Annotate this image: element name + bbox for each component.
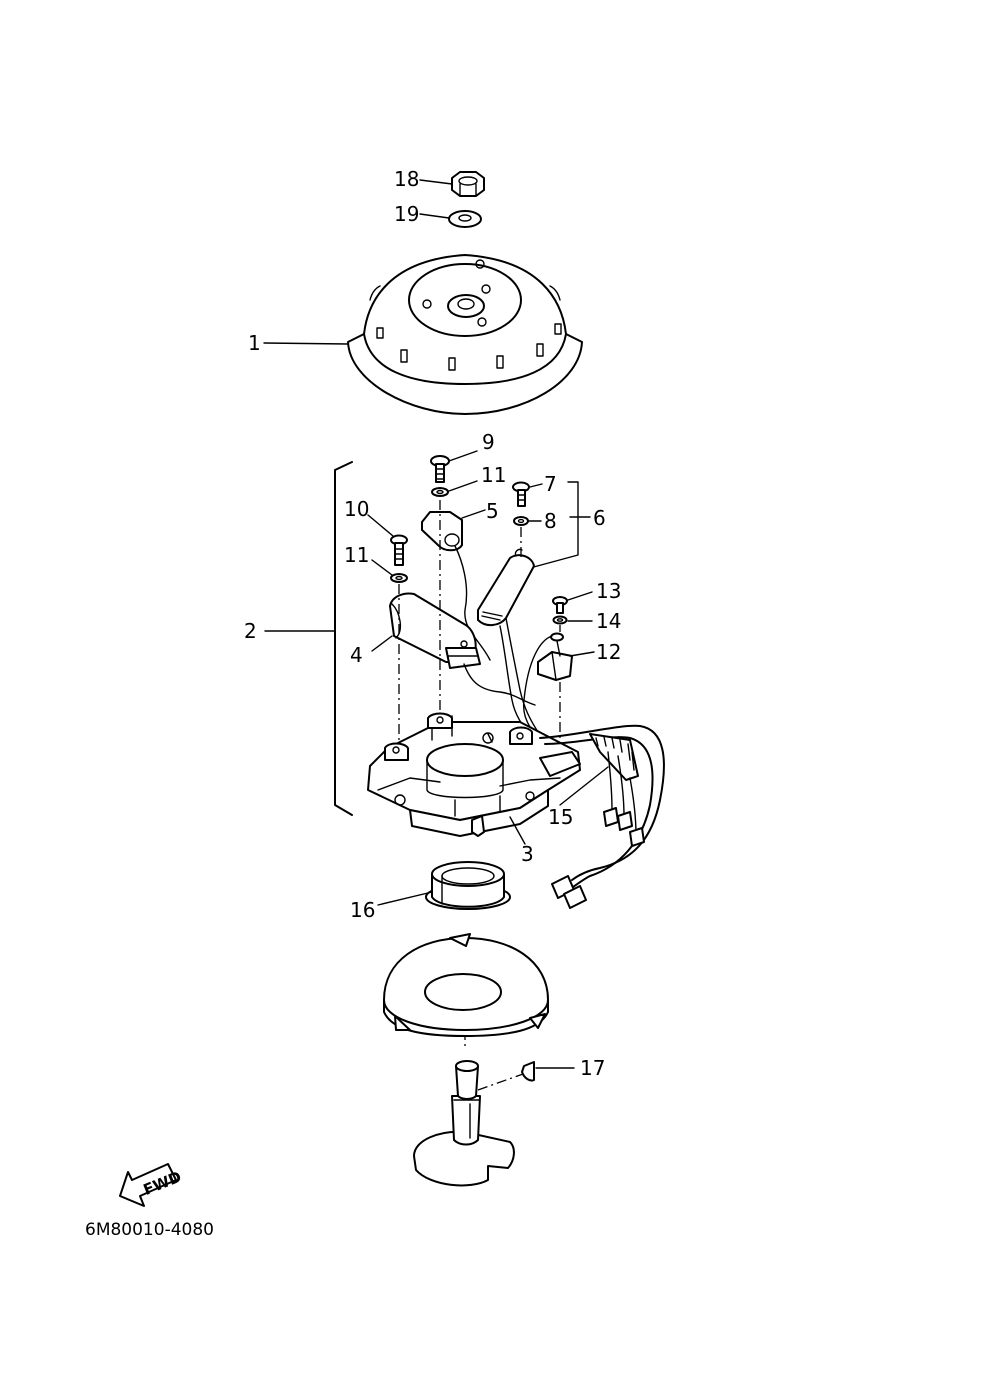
label-13: 13 — [596, 579, 621, 603]
leader-11-upper — [448, 480, 478, 492]
part-6-charge-coil — [477, 548, 541, 741]
part-10-screw — [390, 534, 408, 566]
label-9: 9 — [482, 430, 495, 454]
label-19: 19 — [394, 202, 419, 226]
leader-1 — [263, 342, 349, 345]
leader-19 — [419, 213, 450, 219]
label-11-upper: 11 — [481, 463, 506, 487]
leader-18 — [419, 179, 453, 185]
part-11-washer-upper — [431, 487, 449, 497]
part-11-washer-lower — [390, 573, 408, 583]
label-3: 3 — [521, 842, 534, 866]
part-4-ignition-coil — [389, 592, 536, 706]
crankcase-plate — [383, 933, 549, 1037]
leader-10 — [367, 514, 394, 537]
axis-line-17 — [477, 1073, 524, 1091]
leader-3 — [509, 816, 526, 845]
group-bracket-6 — [529, 481, 579, 569]
leader-5 — [461, 509, 486, 519]
label-8: 8 — [544, 509, 557, 533]
part-14-washer — [552, 615, 568, 625]
part-18-nut — [451, 171, 485, 197]
part-8-washer — [513, 516, 529, 526]
label-17: 17 — [580, 1056, 605, 1080]
part-13-screw — [552, 596, 568, 614]
part-1-flywheel — [347, 254, 583, 415]
part-12-terminal — [522, 632, 573, 743]
leader-13 — [567, 591, 593, 601]
label-12: 12 — [596, 640, 621, 664]
label-18: 18 — [394, 167, 419, 191]
label-7: 7 — [544, 472, 557, 496]
part-7-screw — [512, 481, 530, 507]
label-11-lower: 11 — [344, 543, 369, 567]
leader-11-lower — [371, 559, 393, 576]
leader-4 — [371, 635, 393, 652]
crankshaft — [413, 1060, 515, 1187]
part-16-collar — [425, 861, 511, 910]
leader-9 — [448, 450, 478, 462]
part-3-stator-plate — [367, 712, 581, 837]
leader-15 — [559, 766, 609, 806]
label-15: 15 — [548, 805, 573, 829]
part-17-key — [521, 1061, 535, 1082]
fwd-direction-arrow: FWD — [119, 1163, 184, 1207]
part-19-washer — [448, 210, 482, 228]
label-4: 4 — [350, 643, 363, 667]
leader-12 — [569, 651, 595, 657]
label-14: 14 — [596, 609, 621, 633]
group-bracket-2 — [334, 461, 353, 816]
leader-16 — [377, 891, 433, 906]
part-5-pulser-coil — [421, 511, 491, 661]
label-1: 1 — [248, 331, 261, 355]
drawing-code: 6M80010-4080 — [85, 1220, 214, 1240]
label-5: 5 — [486, 499, 499, 523]
leader-7 — [529, 483, 543, 488]
label-10: 10 — [344, 497, 369, 521]
part-15-wire-harness — [539, 724, 665, 909]
part-9-screw — [430, 455, 450, 483]
label-2: 2 — [244, 619, 257, 643]
label-16: 16 — [350, 898, 375, 922]
label-6: 6 — [593, 506, 606, 530]
